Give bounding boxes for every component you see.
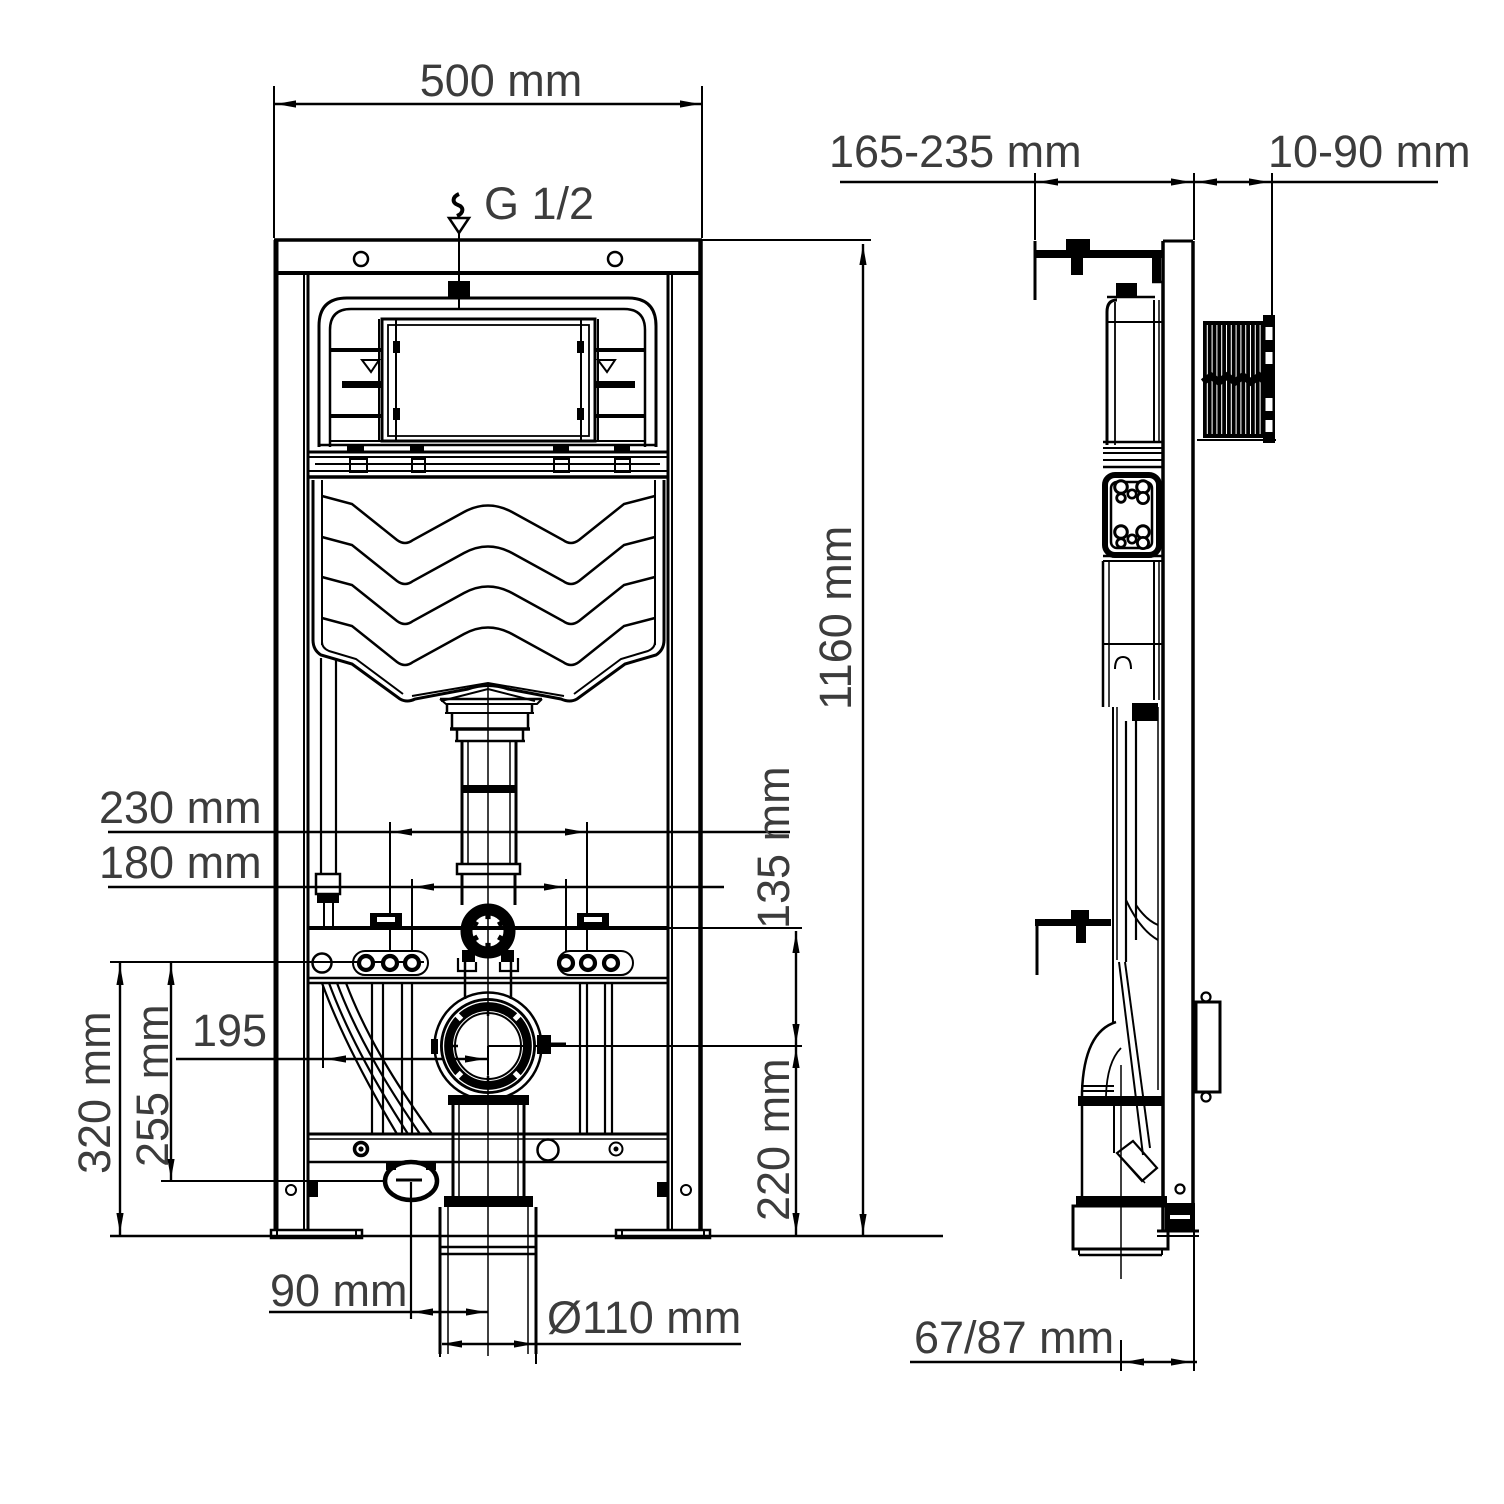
svg-text:90 mm: 90 mm bbox=[270, 1265, 408, 1316]
svg-text:220 mm: 220 mm bbox=[748, 1058, 799, 1221]
svg-text:255 mm: 255 mm bbox=[127, 1004, 178, 1167]
svg-text:320 mm: 320 mm bbox=[69, 1011, 120, 1174]
svg-text:G 1/2: G 1/2 bbox=[484, 178, 594, 229]
svg-text:165-235 mm: 165-235 mm bbox=[829, 126, 1082, 177]
svg-text:500 mm: 500 mm bbox=[420, 55, 583, 106]
svg-text:1160 mm: 1160 mm bbox=[810, 526, 861, 710]
svg-text:135 mm: 135 mm bbox=[748, 766, 799, 929]
svg-text:195: 195 bbox=[192, 1005, 267, 1056]
svg-text:Ø110 mm: Ø110 mm bbox=[547, 1292, 741, 1343]
svg-text:67/87 mm: 67/87 mm bbox=[914, 1312, 1114, 1363]
svg-text:10-90 mm: 10-90 mm bbox=[1268, 126, 1471, 177]
svg-text:230 mm: 230 mm bbox=[99, 782, 262, 833]
svg-text:180 mm: 180 mm bbox=[99, 837, 262, 888]
